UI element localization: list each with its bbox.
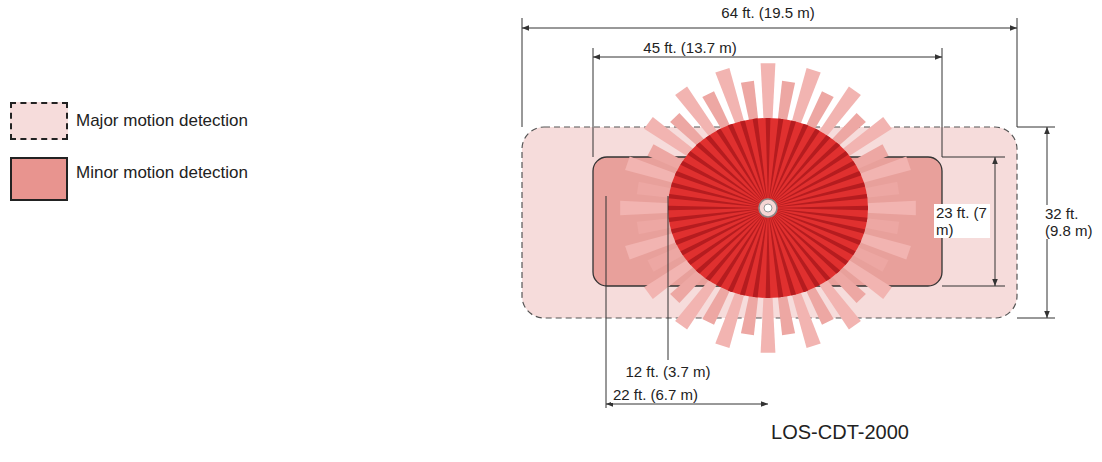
- detection-ray: [659, 209, 759, 223]
- dimension-label: 32 ft. (9.8 m): [1043, 205, 1099, 239]
- detection-ray: [699, 216, 762, 289]
- detection-ray: [778, 193, 878, 207]
- dimension-label: 45 ft. (13.7 m): [641, 39, 738, 56]
- detection-ray: [774, 127, 837, 200]
- detection-ray: [769, 218, 785, 308]
- dimension-label: 22 ft. (6.7 m): [611, 386, 700, 403]
- detection-ray: [776, 214, 857, 271]
- detection-ray: [770, 111, 799, 199]
- sensor-lens: [764, 204, 772, 212]
- detection-ray: [699, 127, 762, 200]
- legend-swatch: [10, 157, 68, 201]
- legend-text: Minor motion detection: [76, 163, 248, 183]
- detection-ray: [658, 206, 758, 211]
- detection-ray: [679, 214, 760, 271]
- detection-ray: [765, 108, 770, 198]
- detection-ray: [765, 218, 770, 308]
- detection-ray: [751, 109, 767, 199]
- legend-text: Major motion detection: [76, 111, 248, 131]
- model-name: LOS-CDT-2000: [769, 420, 911, 444]
- sensor: [759, 199, 777, 217]
- dimension-label: 23 ft. (7 m): [934, 204, 990, 238]
- detection-ray: [774, 216, 837, 289]
- detection-ray: [778, 210, 875, 236]
- legend-swatch: [10, 102, 68, 140]
- detection-ray: [778, 206, 878, 211]
- dimension-lines: [522, 18, 1055, 408]
- inner-rays: [658, 108, 878, 308]
- detection-ray: [711, 217, 764, 296]
- dimension-label: 12 ft. (3.7 m): [623, 363, 712, 380]
- outer-rays: [620, 63, 916, 353]
- detection-ray: [661, 180, 758, 206]
- detection-ray: [737, 218, 766, 306]
- detection-ray: [776, 145, 857, 202]
- dimension-label: 64 ft. (19.5 m): [719, 4, 816, 21]
- detection-ray: [679, 145, 760, 202]
- detection-ray: [773, 120, 826, 199]
